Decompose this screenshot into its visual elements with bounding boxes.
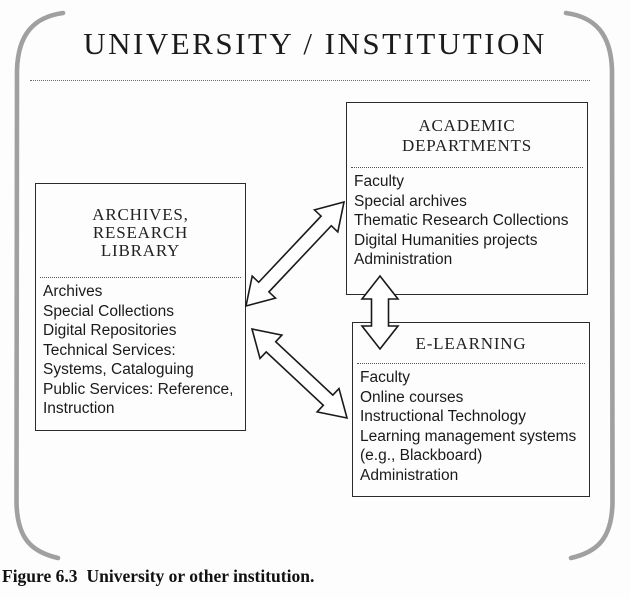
archives-library-box-title: ARCHIVES, RESEARCH LIBRARY (36, 206, 245, 260)
academic-departments-item-list: Faculty Special archives Thematic Resear… (347, 168, 587, 270)
list-item: Administration (354, 251, 453, 268)
e-learning-box: E-LEARNING Faculty Online courses Instru… (352, 322, 590, 497)
e-learning-box-title: E-LEARNING (353, 334, 589, 354)
figure-caption-label: Figure 6.3 (2, 566, 78, 586)
double-arrow-archives-elearning-icon (250, 327, 349, 420)
list-item: Learning management systems (e.g., Black… (360, 427, 577, 465)
box-title-line: RESEARCH (92, 223, 189, 242)
box-title-line: DEPARTMENTS (402, 136, 532, 155)
list-item: Thematic Research Collections (354, 212, 569, 229)
list-item: Archives (43, 283, 103, 300)
box-divider (40, 277, 241, 278)
archives-library-item-list: Archives Special Collections Digital Rep… (36, 278, 245, 419)
title-divider (30, 80, 590, 81)
academic-departments-box: ACADEMIC DEPARTMENTS Faculty Special arc… (346, 102, 588, 295)
archives-library-box: ARCHIVES, RESEARCH LIBRARY Archives Spec… (35, 183, 246, 431)
list-item: Digital Humanities projects (354, 231, 538, 249)
list-item: Administration (360, 466, 459, 484)
figure-caption: Figure 6.3 University or other institutio… (2, 566, 314, 587)
box-title-line: ACADEMIC (418, 116, 516, 135)
list-item: Special Collections (43, 302, 174, 320)
box-divider (357, 363, 585, 364)
list-item: Faculty (360, 369, 410, 386)
list-item: Online courses (360, 388, 464, 406)
academic-departments-box-title: ACADEMIC DEPARTMENTS (347, 116, 587, 156)
list-item: Digital Repositories (43, 322, 177, 339)
list-item: Technical Services: Systems, Cataloguing (43, 341, 194, 379)
double-arrow-archives-academic-icon (244, 200, 346, 308)
page-title: UNIVERSITY / INSTITUTION (83, 26, 547, 61)
e-learning-item-list: Faculty Online courses Instructional Tec… (353, 364, 589, 485)
list-item: Public Services: Reference, Instruction (43, 380, 234, 418)
box-title-line: LIBRARY (100, 241, 181, 260)
list-item: Instructional Technology (360, 408, 527, 425)
box-divider (351, 167, 583, 168)
list-item: Faculty (354, 173, 404, 190)
figure-caption-text: University or other institution. (86, 566, 315, 586)
box-title-line: E-LEARNING (415, 334, 527, 353)
box-title-line: ARCHIVES, (92, 205, 189, 224)
list-item: Special archives (354, 192, 467, 210)
